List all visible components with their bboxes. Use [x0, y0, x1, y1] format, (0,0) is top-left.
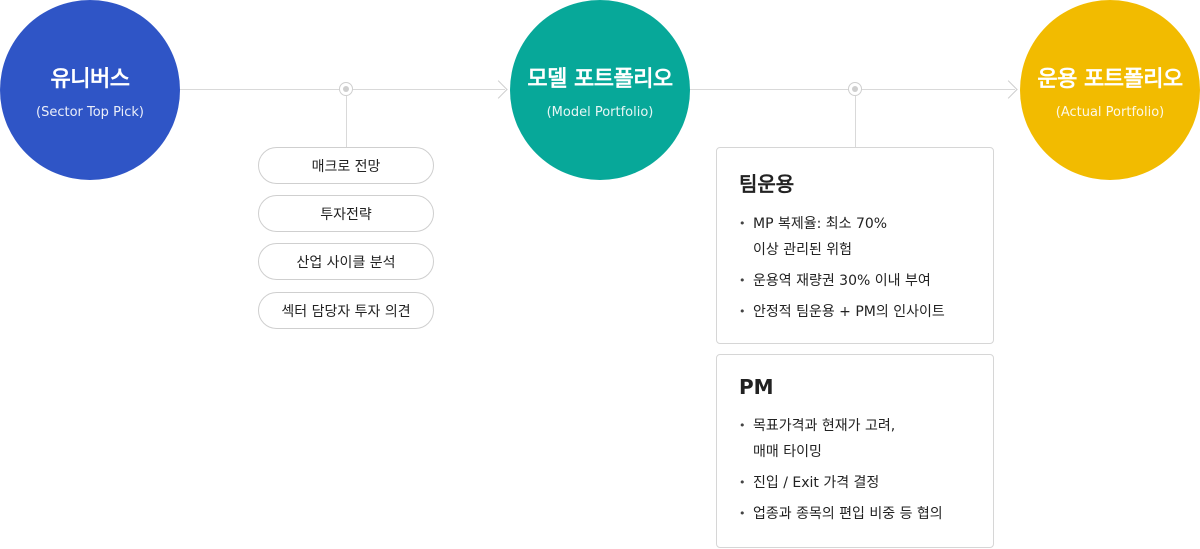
list-item-text: 운용역 재량권 30% 이내 부여 — [753, 273, 931, 289]
criteria-pill: 투자전략 — [258, 195, 434, 232]
list-item-text: MP 복제율: 최소 70% — [753, 216, 888, 232]
list-item: MP 복제율: 최소 70% 이상 관리된 위험 — [739, 211, 973, 263]
criteria-pill: 산업 사이클 분석 — [258, 243, 434, 280]
box-title: 팀운용 — [739, 172, 795, 196]
stage-subtitle: (Sector Top Pick) — [36, 104, 144, 120]
connector-line-to-criteria — [346, 96, 347, 147]
list-item: 업종과 종목의 편입 비중 등 협의 — [739, 501, 973, 527]
list-item-text: 목표가격과 현재가 고려, — [753, 418, 896, 434]
list-item-text: 안정적 팀운용 + PM의 인사이트 — [753, 304, 945, 320]
stage-title: 유니버스 — [50, 66, 130, 92]
team-management-box: 팀운용 MP 복제율: 최소 70% 이상 관리된 위험 운용역 재량권 30%… — [716, 147, 994, 344]
list-item-text: 진입 / Exit 가격 결정 — [753, 475, 880, 491]
bullet-list: MP 복제율: 최소 70% 이상 관리된 위험 운용역 재량권 30% 이내 … — [739, 211, 973, 325]
arrow-icon — [489, 80, 508, 99]
list-item: 진입 / Exit 가격 결정 — [739, 470, 973, 496]
pm-box: PM 목표가격과 현재가 고려, 매매 타이밍 진입 / Exit 가격 결정 … — [716, 354, 994, 548]
list-item: 안정적 팀운용 + PM의 인사이트 — [739, 299, 973, 325]
box-title: PM — [739, 375, 774, 399]
list-item-text: 이상 관리된 위험 — [753, 242, 853, 258]
list-item: 목표가격과 현재가 고려, 매매 타이밍 — [739, 413, 973, 465]
connector-node-icon — [848, 82, 862, 96]
stage-actual-circle: 운용 포트폴리오 (Actual Portfolio) — [1020, 0, 1200, 180]
stage-model-circle: 모델 포트폴리오 (Model Portfolio) — [510, 0, 690, 180]
criteria-pill: 매크로 전망 — [258, 147, 434, 184]
connector-node-icon — [339, 82, 353, 96]
connector-line-to-boxes — [855, 96, 856, 147]
stage-universe-circle: 유니버스 (Sector Top Pick) — [0, 0, 180, 180]
bullet-list: 목표가격과 현재가 고려, 매매 타이밍 진입 / Exit 가격 결정 업종과… — [739, 413, 973, 527]
arrow-icon — [999, 80, 1018, 99]
stage-title: 모델 포트폴리오 — [527, 66, 673, 92]
list-item-text: 업종과 종목의 편입 비중 등 협의 — [753, 506, 943, 522]
stage-subtitle: (Model Portfolio) — [546, 104, 654, 120]
list-item: 운용역 재량권 30% 이내 부여 — [739, 268, 973, 294]
criteria-pill: 섹터 담당자 투자 의견 — [258, 292, 434, 329]
stage-title: 운용 포트폴리오 — [1037, 66, 1183, 92]
list-item-text: 매매 타이밍 — [753, 444, 822, 460]
stage-subtitle: (Actual Portfolio) — [1055, 104, 1165, 120]
